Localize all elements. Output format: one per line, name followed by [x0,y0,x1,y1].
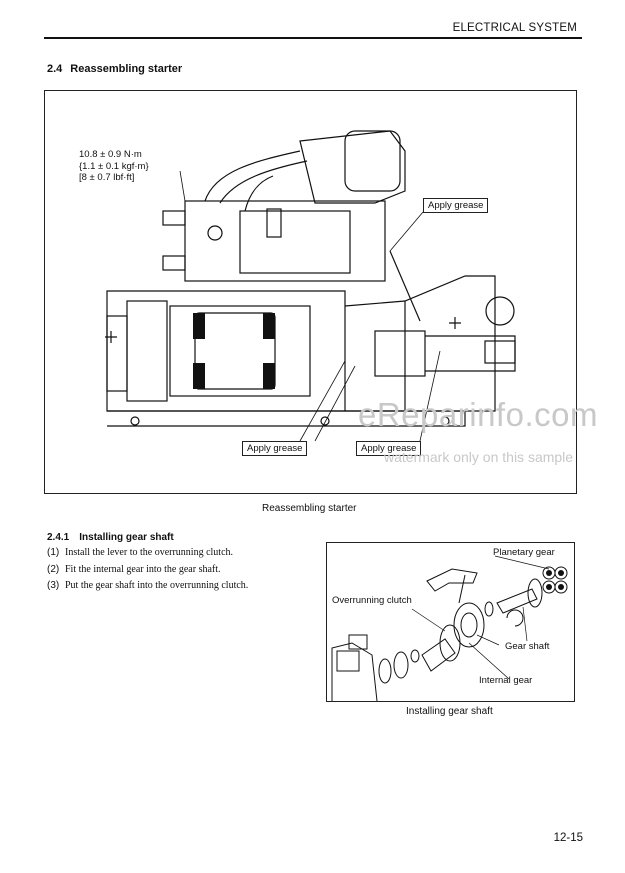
torque-line-kgfm: {1.1 ± 0.1 kgf·m} [79,160,149,172]
callout-apply-grease-bottom-right: Apply grease [356,441,422,456]
figure-caption-main: Reassembling starter [262,503,357,514]
starter-figure: 10.8 ± 0.9 N·m {1.1 ± 0.1 kgf·m} [8 ± 0.… [44,90,577,494]
torque-line-nm: 10.8 ± 0.9 N·m [79,149,142,160]
page-number: 12-15 [553,832,583,844]
step-item: (3) Put the gear shaft into the overrunni… [47,580,248,597]
watermark-note: watermark only on this sample [384,449,574,465]
gear-shaft-figure: Planetary gear Overrunning clutch Gear s… [326,542,575,702]
step-text: Install the lever to the overrunning clu… [65,547,234,558]
step-text: Fit the internal gear into the gear shaf… [65,563,221,575]
subsection-title-text: Installing gear shaft [79,532,174,543]
gear-shaft-drawing [331,555,568,701]
subsection-title: 2.4.1 Installing gear shaft [47,532,174,543]
watermark-site: eReparinfo.com [358,396,598,433]
section-title: 2.4 Reassembling starter [47,63,182,75]
section-title-text: Reassembling starter [70,63,183,75]
step-text: Put the gear shaft into the overrunning … [65,580,249,591]
callout-apply-grease-bottom-left: Apply grease [242,441,308,456]
step-number: (1) [47,547,60,558]
step-number: (2) [47,563,60,575]
header-title: ELECTRICAL SYSTEM [452,22,577,34]
label-internal-gear: Internal gear [479,675,533,686]
torque-line-lbfft: [8 ± 0.7 lbf·ft] [79,172,135,183]
step-item: (2) Fit the internal gear into the gear s… [47,564,248,581]
header-rule [44,37,582,39]
label-planetary-gear: Planetary gear [493,547,555,558]
starter-drawing [105,130,516,442]
label-gear-shaft: Gear shaft [505,641,550,652]
subsection-number: 2.4.1 [47,532,70,543]
step-item: (1) Install the lever to the overrunning … [47,547,248,564]
figure-caption-gear: Installing gear shaft [406,706,493,717]
torque-spec: 10.8 ± 0.9 N·m {1.1 ± 0.1 kgf·m} [8 ± 0.… [79,149,149,184]
step-number: (3) [47,580,60,591]
section-number: 2.4 [47,63,63,75]
label-overrunning-clutch: Overrunning clutch [332,595,412,606]
step-list: (1) Install the lever to the overrunning … [47,547,248,597]
callout-apply-grease-top: Apply grease [423,198,489,213]
